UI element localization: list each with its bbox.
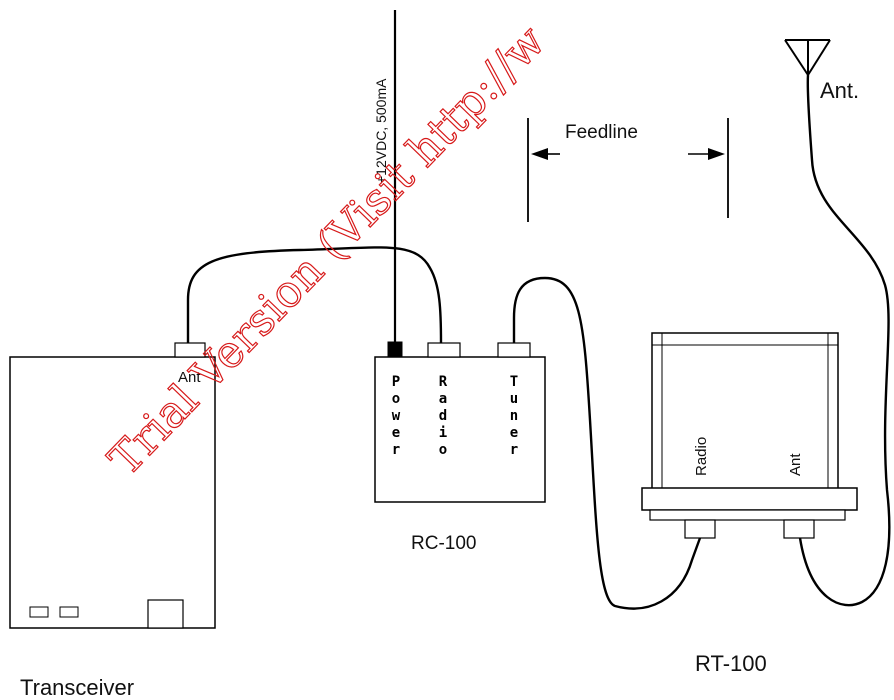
rt-100-base-flange bbox=[641, 487, 858, 511]
antenna-label: Ant. bbox=[820, 78, 859, 103]
power-supply: +12VDC, 500mA bbox=[373, 10, 397, 342]
rc-100-body bbox=[374, 356, 546, 503]
transceiver: Ant Transceiver bbox=[9, 342, 216, 700]
feedline-arrow-right-head bbox=[708, 148, 725, 160]
feedline-arrow-left-head bbox=[531, 148, 548, 160]
power-supply-label: +12VDC, 500mA bbox=[373, 78, 389, 184]
antenna bbox=[784, 39, 831, 76]
cables bbox=[186, 74, 891, 610]
rt-100-ant-label: Ant bbox=[787, 453, 804, 476]
antenna-right-arm bbox=[807, 39, 831, 76]
transceiver-jack-1 bbox=[29, 606, 49, 618]
radio-connector bbox=[427, 342, 461, 358]
transceiver-ant-label: Ant bbox=[178, 369, 201, 386]
transceiver-body bbox=[9, 356, 216, 629]
antenna-cable bbox=[798, 74, 891, 607]
rc-100-title: RC-100 bbox=[411, 533, 476, 554]
antenna-left-arm bbox=[784, 39, 809, 76]
rt-100-unit: Radio Ant RT-100 bbox=[641, 332, 858, 676]
feedline-cable bbox=[512, 276, 702, 610]
rt-100-radio-connector bbox=[684, 519, 716, 539]
tuner-connector bbox=[497, 342, 531, 358]
transceiver-jack-2 bbox=[59, 606, 79, 618]
rt-100-title: RT-100 bbox=[695, 651, 767, 676]
transceiver-title: Transceiver bbox=[20, 675, 134, 700]
cable-transceiver-to-rc100 bbox=[186, 246, 443, 344]
rt-100-radio-label: Radio bbox=[693, 437, 710, 476]
rt-100-ant-connector bbox=[783, 519, 815, 539]
rt-100-body bbox=[651, 332, 839, 491]
feedline-dimension: Feedline bbox=[527, 118, 729, 222]
rt-100-base-lip bbox=[649, 509, 846, 521]
transceiver-knob bbox=[147, 599, 184, 629]
feedline-label: Feedline bbox=[565, 122, 638, 143]
transceiver-ant-connector bbox=[174, 342, 206, 358]
power-connector bbox=[387, 341, 403, 358]
